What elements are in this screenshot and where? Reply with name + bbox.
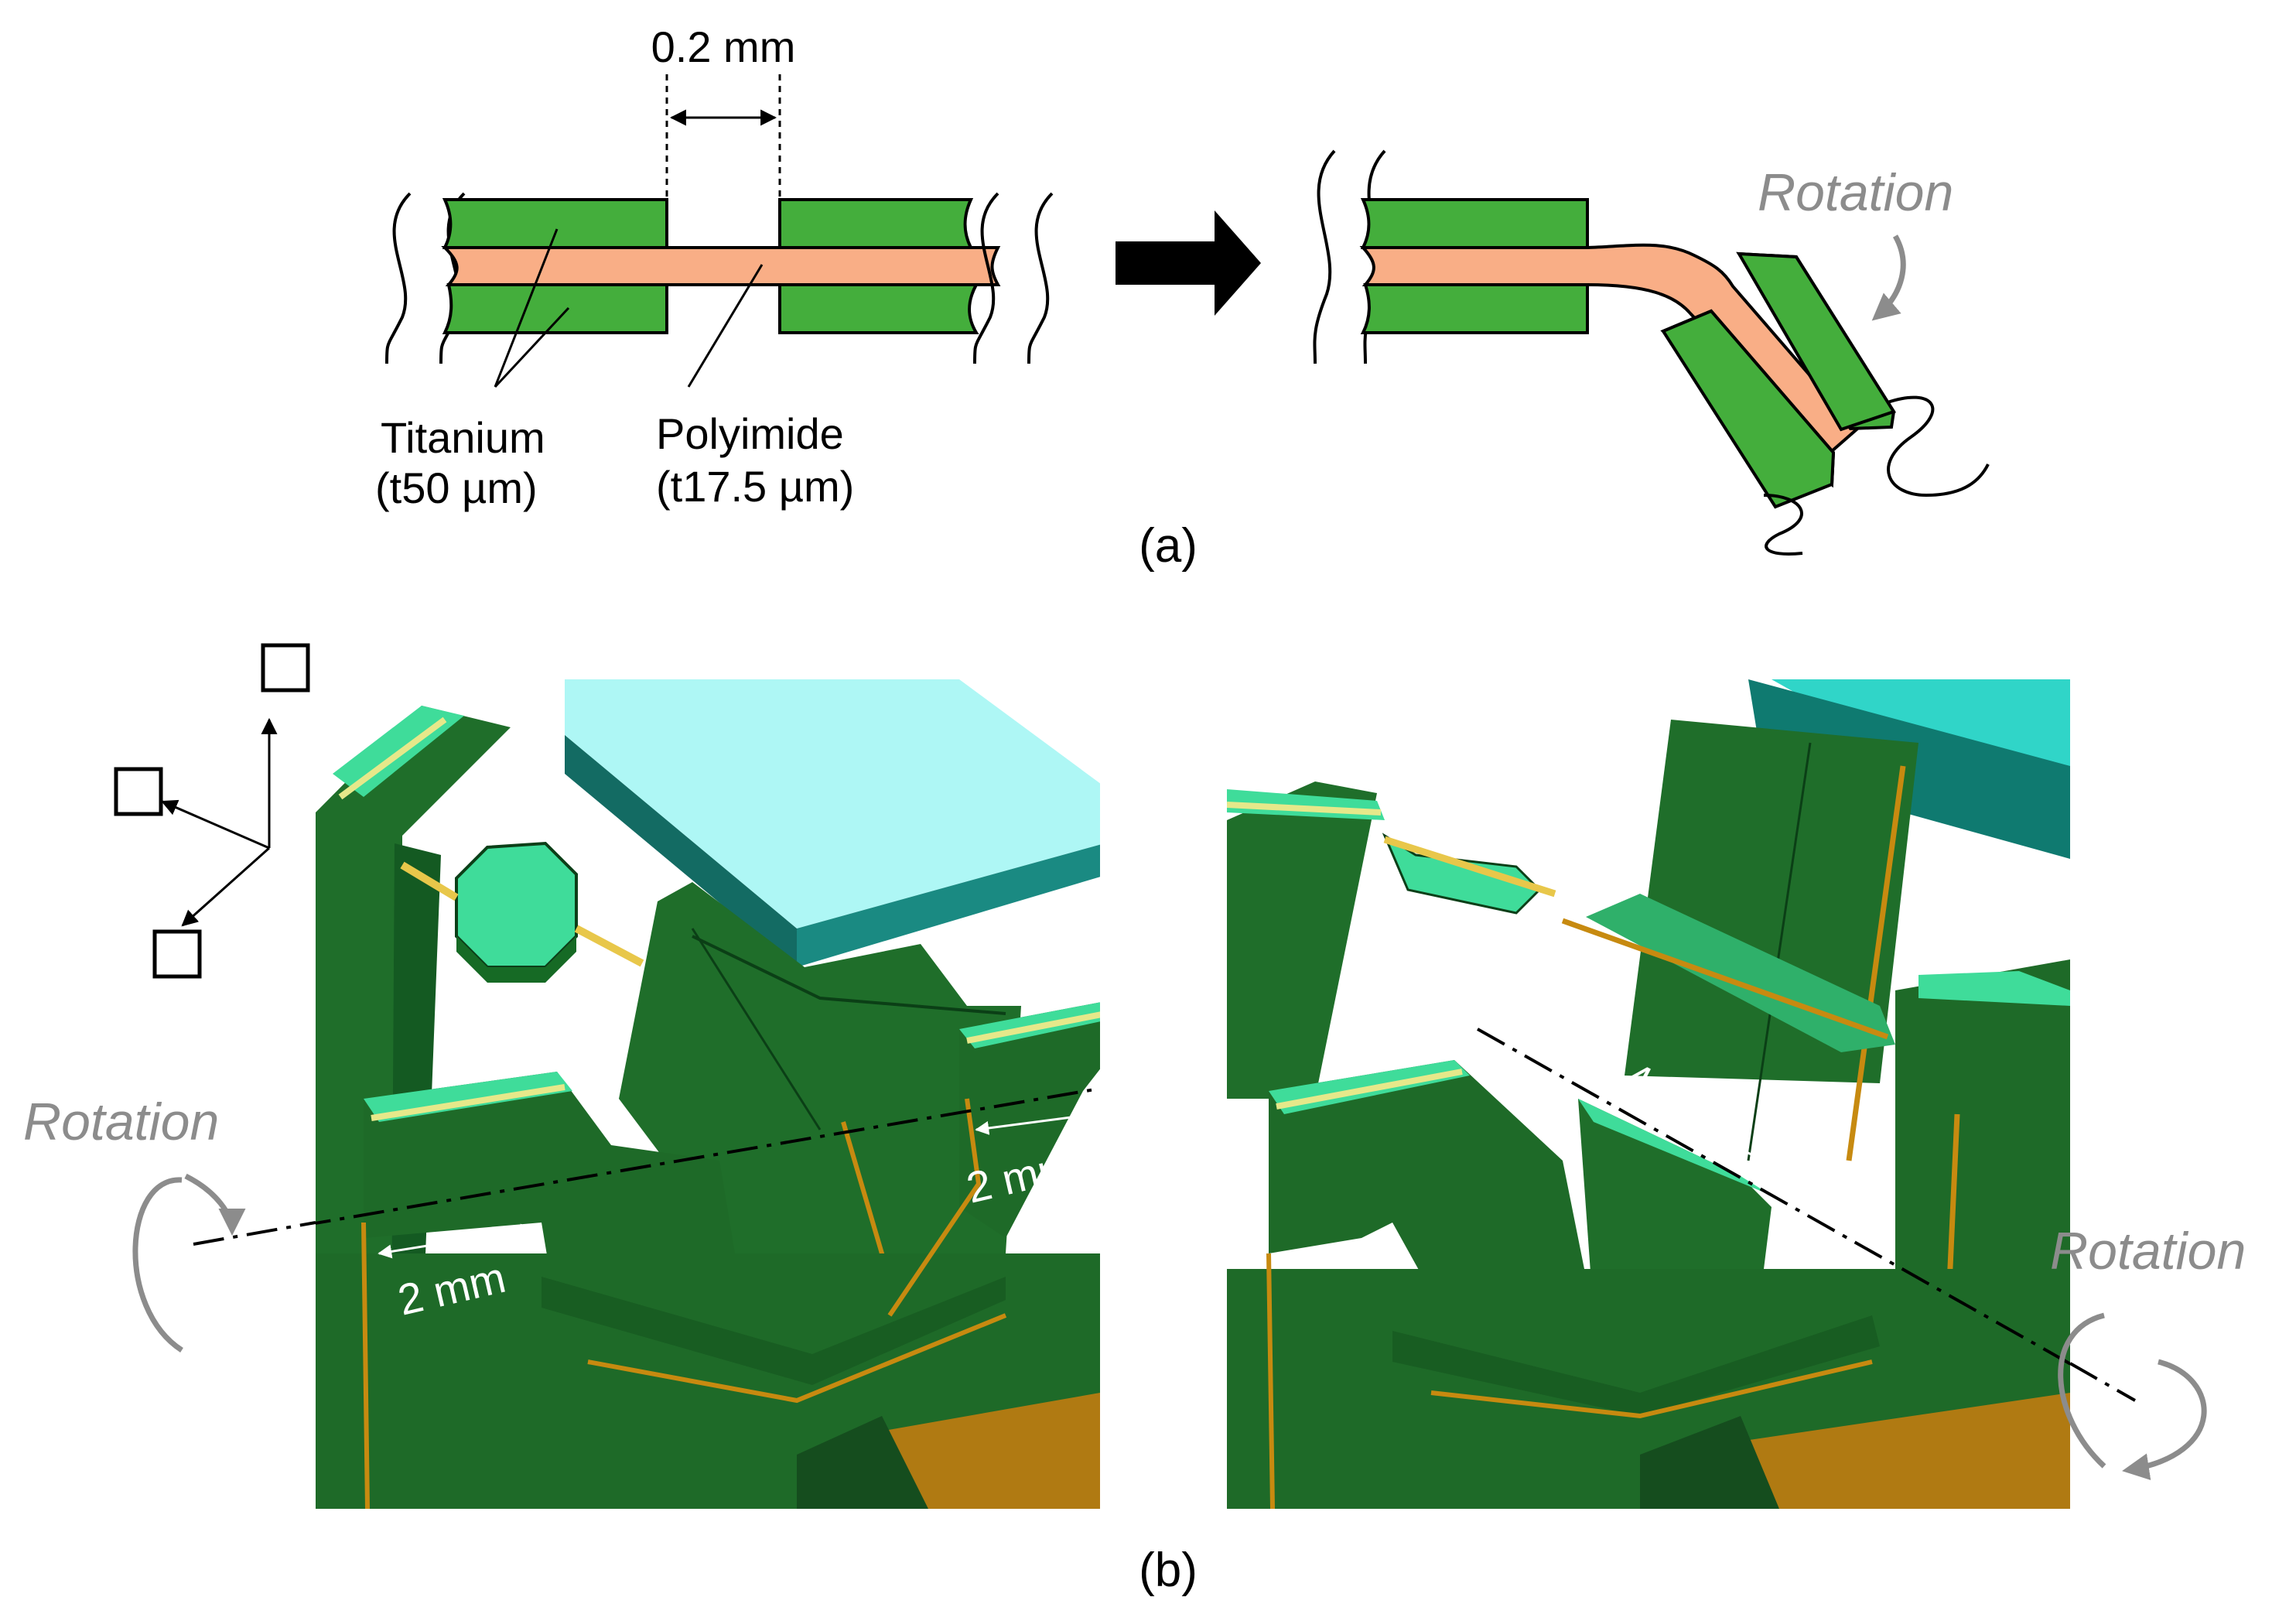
axis-box-y xyxy=(152,929,202,979)
rotation-arrowhead-b-left xyxy=(184,1173,246,1236)
axis-box-x xyxy=(114,767,163,816)
polyimide-layer xyxy=(441,246,1001,286)
render-left: 2 mm 2 mm xyxy=(316,679,1100,1509)
axis-line-left-outside xyxy=(193,1221,316,1246)
rotation-label-b-right: Rotation xyxy=(2050,1222,2246,1281)
axis-line-right-outside xyxy=(2069,1362,2136,1402)
polyimide-thickness: (t17.5 µm) xyxy=(656,462,854,511)
rotation-arrow-b-left xyxy=(132,1177,183,1353)
leader-lines xyxy=(494,228,764,388)
rotation-arrow-b-right xyxy=(2122,1359,2207,1481)
axis-box-z xyxy=(261,643,310,693)
caption-a: (a) xyxy=(1139,519,1198,573)
render-right: 4 mm xyxy=(1227,679,2070,1509)
break-mark-right xyxy=(973,192,1054,364)
caption-b: (b) xyxy=(1139,1544,1198,1597)
axis-triad xyxy=(114,643,310,979)
rotation-label-b-left: Rotation xyxy=(23,1093,219,1151)
bent-hinge xyxy=(1359,198,1897,509)
panel-a: 0.2 mm Titanium (t50 µm) Polyimide (t17.… xyxy=(375,22,1990,573)
titanium-block-left xyxy=(442,198,668,334)
break-mark-bent-right xyxy=(1763,395,1990,556)
titanium-block-right xyxy=(778,198,979,334)
rotation-label-a: Rotation xyxy=(1758,163,1953,222)
rotation-arrow-a xyxy=(1871,234,1906,321)
titanium-label: Titanium xyxy=(381,413,545,462)
titanium-thickness: (t50 µm) xyxy=(375,463,538,512)
polyimide-label: Polyimide xyxy=(656,409,844,458)
gap-dimension: 0.2 mm xyxy=(651,22,796,197)
transition-arrow xyxy=(1116,210,1261,316)
gap-label: 0.2 mm xyxy=(651,22,796,71)
rotation-tail-b-right xyxy=(2058,1312,2106,1469)
